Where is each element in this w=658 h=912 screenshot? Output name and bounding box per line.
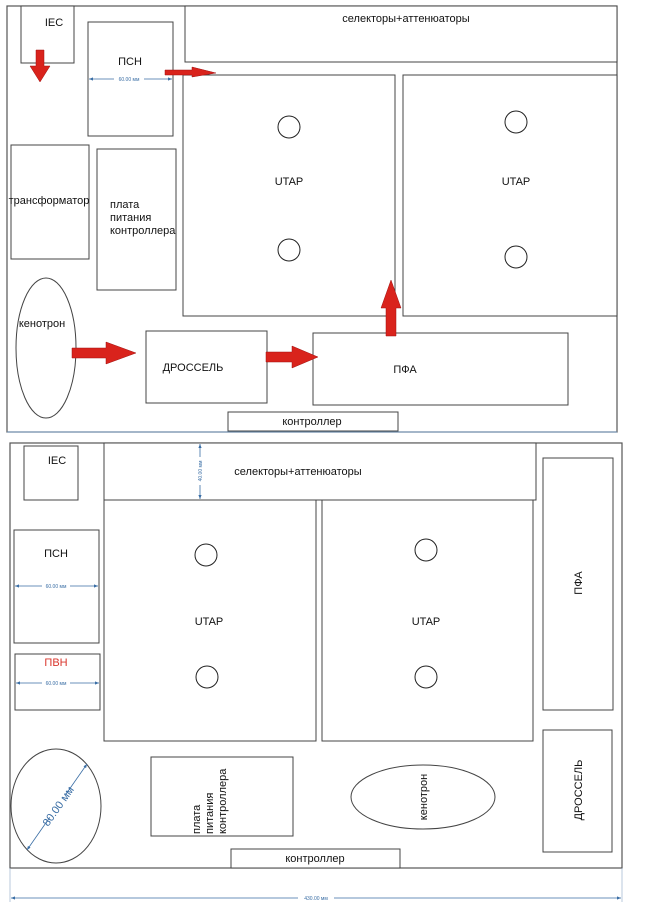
arrow-up-icon: [380, 279, 402, 337]
overall-width-dimension-text: 430.00 мм: [304, 896, 328, 902]
arrow-right-icon: [71, 341, 137, 365]
bottom-utap-right-hole-2: [414, 665, 438, 689]
top-layout: IEC ПСН 60.00 мм селекторы+аттенюаторы U…: [6, 5, 618, 433]
bottom-iec-box: [23, 445, 79, 501]
top-utap-right-hole-2: [504, 245, 528, 269]
top-choke-box: [145, 330, 268, 404]
bottom-selectors-box: [103, 442, 537, 501]
bottom-pfa-label: ПФА: [573, 571, 585, 595]
bottom-controller-power-label-2: питания: [204, 793, 216, 834]
top-transformer-box: [10, 144, 90, 260]
bottom-utap-right-hole-1: [414, 538, 438, 562]
bottom-utap-left-hole-1: [194, 543, 218, 567]
bottom-utap-left-box: [103, 499, 317, 742]
top-controller-power-label-2: питания: [110, 212, 151, 224]
arrow-down-icon: [29, 49, 51, 83]
top-iec-label: IEC: [45, 17, 63, 29]
bottom-iec-label: IEC: [48, 455, 66, 467]
arrow-right-icon: [164, 66, 217, 78]
bottom-pfa-box: [542, 457, 614, 711]
bottom-controller-box: [230, 848, 401, 869]
bottom-selectors-dimension-text: 40.00 мм: [198, 460, 204, 481]
top-selectors-box: [184, 5, 618, 63]
top-psn-dimension-text: 60.00 мм: [119, 77, 140, 83]
top-pfa-label: ПФА: [393, 364, 417, 376]
bottom-controller-power-label-1: плата: [191, 804, 203, 834]
bottom-psn-dimension-text: 60.00 мм: [46, 584, 67, 590]
bottom-pvn-label: ПВН: [44, 657, 67, 669]
bottom-pvn-dimension-text: 60.00 мм: [46, 681, 67, 687]
top-utap-left-label: UTAP: [275, 176, 304, 188]
bottom-choke-box: [542, 729, 613, 853]
bottom-controller-power-box: [150, 756, 294, 837]
top-pfa-box: [312, 332, 569, 406]
top-utap-left-box: [182, 74, 396, 317]
top-utap-right-hole-1: [504, 110, 528, 134]
top-iec-box: [20, 5, 75, 64]
bottom-controller-label: контроллер: [285, 853, 344, 865]
top-choke-label: ДРОССЕЛЬ: [163, 362, 224, 374]
top-selectors-label: селекторы+аттенюаторы: [342, 13, 470, 25]
top-utap-right-label: UTAP: [502, 176, 531, 188]
bottom-kenotron-label: кенотрон: [418, 774, 430, 820]
bottom-utap-right-label: UTAP: [412, 616, 441, 628]
top-kenotron-ellipse: [15, 277, 77, 419]
top-controller-power-box: [96, 148, 177, 291]
bottom-utap-left-hole-2: [195, 665, 219, 689]
bottom-controller-power-label-3: контроллера: [217, 768, 229, 834]
arrow-right-icon: [265, 345, 319, 369]
top-kenotron-label: кенотрон: [19, 318, 65, 330]
top-controller-power-label-1: плата: [110, 199, 140, 211]
bottom-psn-label: ПСН: [44, 548, 68, 560]
top-psn-label: ПСН: [118, 56, 142, 68]
top-controller-box: [227, 411, 399, 432]
top-utap-right-box: [402, 74, 618, 317]
bottom-kenotron-ellipse: [350, 764, 496, 830]
top-controller-label: контроллер: [282, 416, 341, 428]
bottom-utap-left-label: UTAP: [195, 616, 224, 628]
bottom-layout: IEC селекторы+аттенюаторы 40.00 мм UTAP …: [9, 442, 623, 902]
top-utap-left-hole-1: [277, 115, 301, 139]
bottom-choke-label: ДРОССЕЛЬ: [573, 760, 585, 821]
top-utap-left-hole-2: [277, 238, 301, 262]
bottom-selectors-label: селекторы+аттенюаторы: [234, 466, 362, 478]
top-transformer-label: трансформатор: [9, 195, 90, 207]
top-controller-power-label-3: контроллера: [110, 225, 176, 237]
